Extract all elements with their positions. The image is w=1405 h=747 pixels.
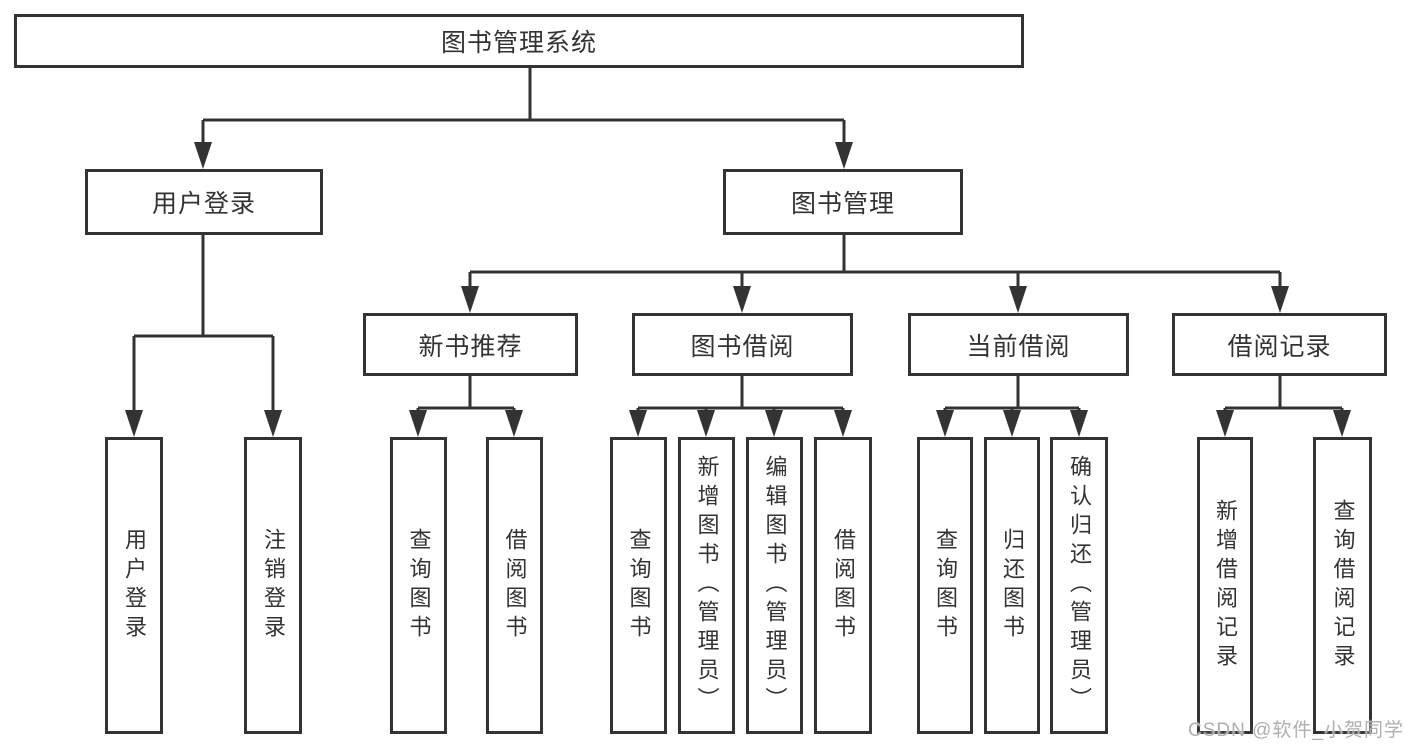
leaf-edit-books-admin-label: 编辑图书（管理员）	[762, 455, 788, 716]
node-user-login-label: 用户登录	[151, 190, 256, 218]
node-library-system: 图书管理系统	[14, 14, 1024, 68]
leaf-logout-label: 注销登录	[261, 527, 286, 644]
node-borrow-records: 借阅记录	[1172, 313, 1387, 376]
leaf-borrow-books: 借阅图书	[814, 437, 872, 734]
node-book-borrow: 图书借阅	[632, 313, 853, 376]
leaf-borrow-books-label: 借阅图书	[831, 527, 856, 644]
leaf-return-books-label: 归还图书	[1000, 527, 1025, 644]
leaf-edit-books-admin: 编辑图书（管理员）	[746, 437, 803, 734]
leaf-logout: 注销登录	[244, 437, 302, 734]
leaf-add-borrow-record: 新增借阅记录	[1197, 437, 1253, 734]
node-book-management-label: 图书管理	[790, 190, 895, 218]
watermark: CSDN @软件_小贺同学	[1188, 720, 1404, 741]
node-user-login: 用户登录	[85, 169, 323, 235]
leaf-return-books: 归还图书	[984, 437, 1040, 734]
leaf-add-borrow-record-label: 新增借阅记录	[1213, 498, 1238, 673]
leaf-user-login-label: 用户登录	[122, 527, 147, 644]
leaf-query-books-borrow: 查询图书	[610, 437, 667, 734]
leaf-query-books-recommend: 查询图书	[390, 437, 447, 734]
node-book-management: 图书管理	[723, 169, 963, 235]
leaf-confirm-return-admin-label: 确认归还（管理员）	[1067, 455, 1092, 716]
node-new-book-recommend-label: 新书推荐	[418, 332, 523, 361]
node-current-borrow-label: 当前借阅	[966, 332, 1071, 361]
leaf-add-books-admin-label: 新增图书（管理员）	[694, 455, 720, 716]
leaf-confirm-return-admin: 确认归还（管理员）	[1050, 437, 1108, 734]
leaf-query-books-recommend-label: 查询图书	[406, 527, 432, 644]
node-borrow-records-label: 借阅记录	[1227, 332, 1332, 361]
leaf-user-login: 用户登录	[105, 437, 163, 734]
node-library-system-label: 图书管理系统	[440, 29, 597, 57]
leaf-borrow-books-recommend: 借阅图书	[486, 437, 543, 734]
node-book-borrow-label: 图书借阅	[690, 332, 795, 361]
leaf-query-books-current-label: 查询图书	[933, 527, 958, 644]
leaf-borrow-books-recommend-label: 借阅图书	[502, 527, 528, 644]
leaf-query-books-current: 查询图书	[917, 437, 973, 734]
leaf-add-books-admin: 新增图书（管理员）	[678, 437, 735, 734]
leaf-query-borrow-record: 查询借阅记录	[1313, 437, 1372, 734]
node-current-borrow: 当前借阅	[908, 313, 1129, 376]
node-new-book-recommend: 新书推荐	[363, 313, 578, 376]
leaf-query-borrow-record-label: 查询借阅记录	[1330, 498, 1356, 673]
leaf-query-books-borrow-label: 查询图书	[626, 527, 652, 644]
